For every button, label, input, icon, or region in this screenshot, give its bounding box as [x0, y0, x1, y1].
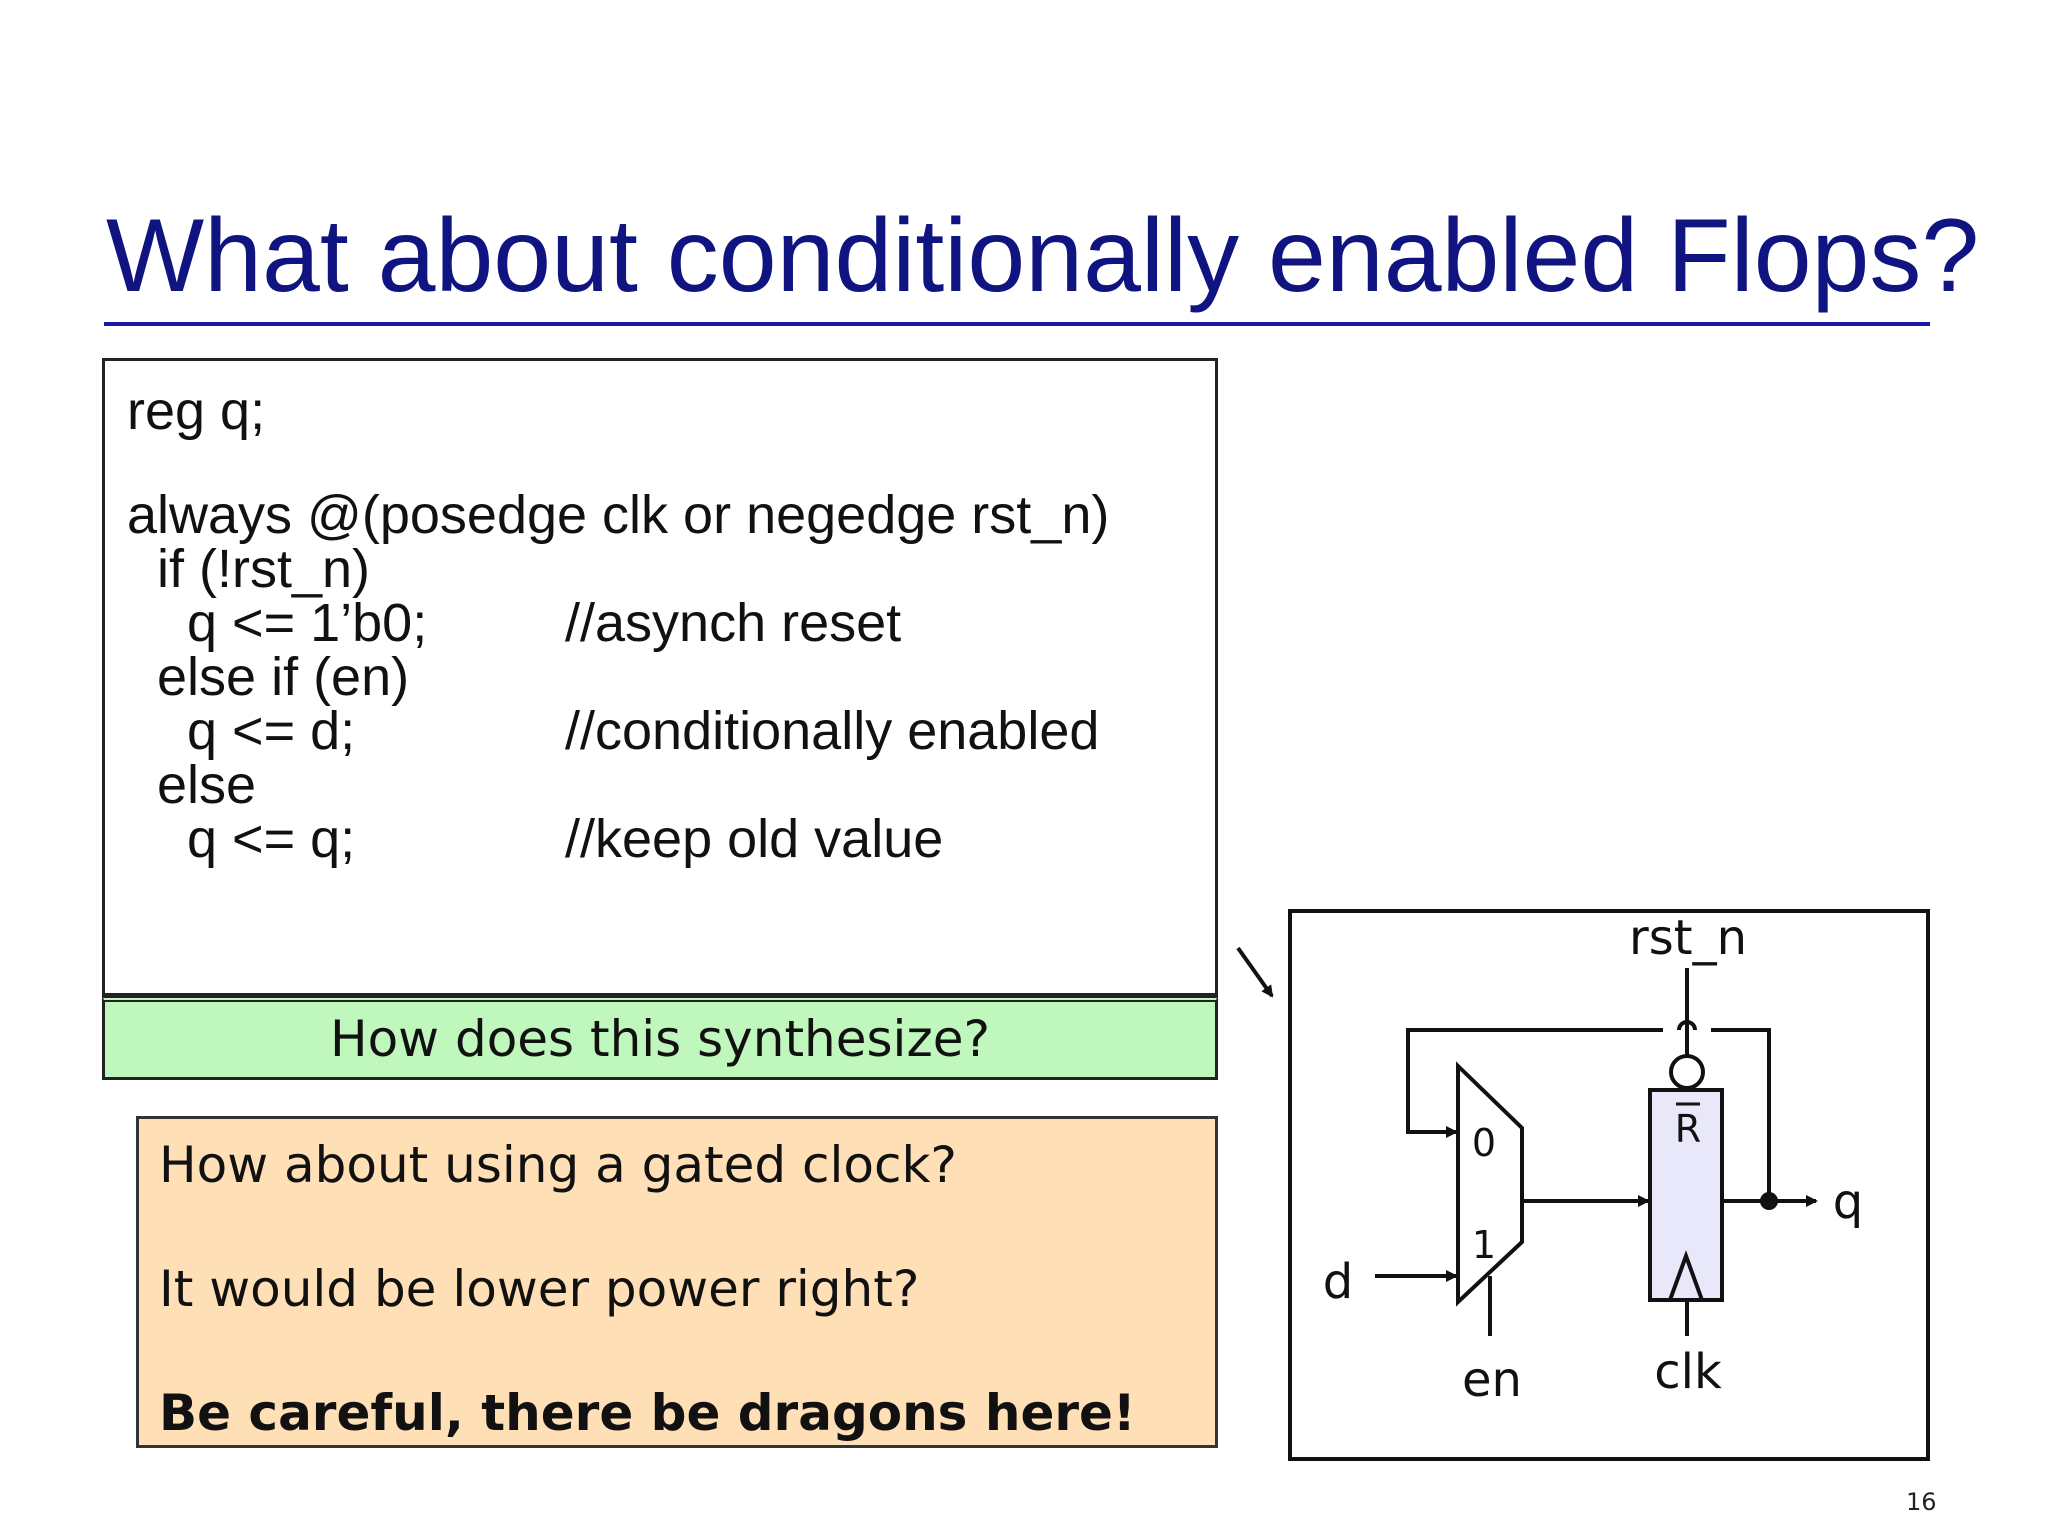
feedback-wire-right — [1711, 1028, 1771, 1201]
code-line-3: always @(posedge clk or negedge rst_n) — [127, 485, 1110, 545]
pointer-arrow — [1236, 946, 1274, 998]
code-line-7: q <= d; — [127, 701, 356, 761]
page-number: 16 — [1906, 1488, 1937, 1516]
note-line-1: How about using a gated clock? — [159, 1136, 957, 1194]
code-line-6: else if (en) — [127, 647, 410, 707]
label-d: d — [1323, 1254, 1353, 1310]
note-line-3: Be careful, there be dragons here! — [159, 1384, 1136, 1442]
label-clk: clk — [1654, 1344, 1722, 1400]
code-comment-5: //asynch reset — [565, 593, 902, 653]
flop-schematic: rst_n 0 1 d en R clk q — [1236, 909, 1930, 1461]
code-comment-9: //keep old value — [565, 809, 944, 869]
clock-edge-triangle — [1668, 1250, 1704, 1301]
reset-inversion-bubble — [1669, 1054, 1705, 1090]
verilog-code-box: reg q; always @(posedge clk or negedge r… — [102, 358, 1218, 996]
slide-title: What about conditionally enabled Flops? — [106, 198, 1980, 314]
code-line-9: q <= q; — [127, 809, 356, 869]
code-line-8: else — [127, 755, 257, 815]
flop-reset-label: R — [1675, 1107, 1701, 1151]
mux-2to1 — [1456, 1061, 1524, 1307]
code-line-4: if (!rst_n) — [127, 539, 371, 599]
mux-input-0-label: 0 — [1472, 1121, 1496, 1165]
note-line-2: It would be lower power right? — [159, 1260, 920, 1318]
gated-clock-note-box: How about using a gated clock? It would … — [136, 1116, 1218, 1448]
d-flip-flop — [1648, 1088, 1724, 1302]
synthesize-question-banner: How does this synthesize? — [102, 996, 1218, 1080]
label-en: en — [1462, 1352, 1522, 1408]
label-rst-n: rst_n — [1629, 910, 1747, 966]
mux-input-1-label: 1 — [1472, 1223, 1496, 1267]
code-line-5: q <= 1’b0; — [127, 593, 428, 653]
schematic-frame — [1288, 909, 1930, 1461]
code-comment-7: //conditionally enabled — [565, 701, 1100, 761]
title-underline — [104, 322, 1930, 326]
q-junction-dot — [1760, 1192, 1778, 1210]
feedback-wire-left — [1406, 1028, 1663, 1138]
code-line-1: reg q; — [127, 381, 266, 441]
label-q: q — [1833, 1174, 1863, 1230]
